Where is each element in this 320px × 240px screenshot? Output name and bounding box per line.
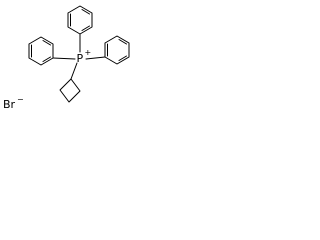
phosphorus-charge: + (85, 48, 92, 57)
bromide-charge: − (17, 95, 24, 104)
phenyl-ring-top (67, 5, 93, 35)
phosphorus-label: P (77, 52, 84, 65)
cyclobutyl-ring (59, 78, 81, 103)
chemical-structure: P + Br − (3, 5, 130, 111)
phosphorus-bonds (52, 33, 106, 80)
phenyl-ring-right (104, 35, 130, 65)
bromide-label: Br (3, 98, 16, 111)
phenyl-ring-left (28, 36, 54, 66)
